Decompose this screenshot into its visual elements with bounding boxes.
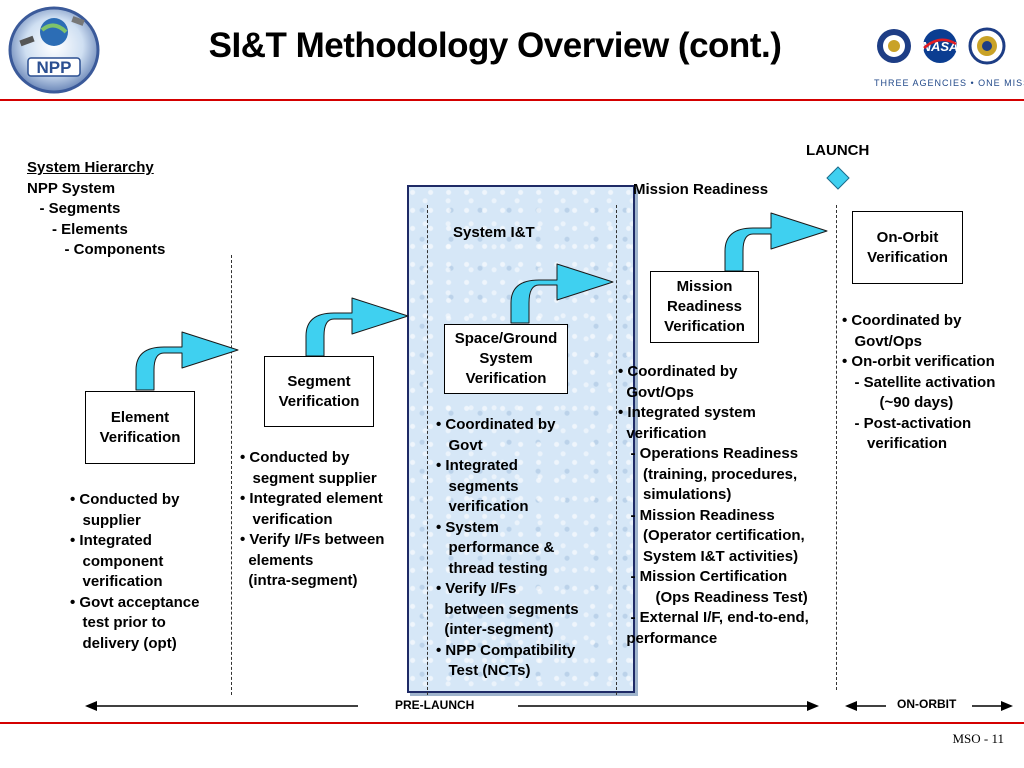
mission-readiness-bullets: • Coordinated by Govt/Ops • Integrated s… <box>618 363 809 647</box>
separator-line <box>231 255 232 695</box>
page-title: SI&T Methodology Overview (cont.) <box>208 26 782 65</box>
agency-seals-icon: NASA <box>877 27 1006 65</box>
npp-logo: NPP <box>6 4 102 94</box>
mission-readiness-verification-box: Mission Readiness Verification <box>650 271 759 343</box>
system-it-panel <box>407 185 635 693</box>
system-hierarchy: System Hierarchy NPP System - Segments -… <box>27 158 165 261</box>
footer-divider <box>0 722 1024 724</box>
space-ground-bullets: • Coordinated by Govt • Integrated segme… <box>436 416 579 679</box>
page-number: MSO - 11 <box>952 731 1004 746</box>
hierarchy-title: System Hierarchy <box>27 159 154 176</box>
launch-label: LAUNCH <box>806 142 870 159</box>
separator-line <box>836 205 837 690</box>
on-orbit-verification-box: On-Orbit Verification <box>852 211 963 284</box>
hierarchy-line: - Components <box>27 241 166 258</box>
arrow-right-icon <box>807 701 819 711</box>
logo-text: NPP <box>37 58 72 77</box>
segment-bullets: • Conducted by segment supplier • Integr… <box>240 449 385 589</box>
system-it-label: System I&T <box>453 224 535 241</box>
npp-logo-icon: NPP <box>8 6 100 94</box>
pre-launch-label: PRE-LAUNCH <box>395 698 475 712</box>
on-orbit-label: ON-ORBIT <box>897 697 957 711</box>
space-ground-verification-box: Space/Ground System Verification <box>444 324 568 394</box>
arrow-left-icon <box>85 701 97 711</box>
separator-line <box>616 205 617 695</box>
launch-diamond-icon <box>826 166 850 190</box>
header-divider <box>0 99 1024 101</box>
arrow-right-icon <box>1001 701 1013 711</box>
arrow-left-icon <box>845 701 857 711</box>
arrow-icon <box>305 297 409 357</box>
mission-readiness-label: Mission Readiness <box>633 181 769 198</box>
element-verification-box: Element Verification <box>85 391 195 464</box>
hierarchy-line: - Elements <box>27 220 128 238</box>
arrow-icon <box>135 331 239 391</box>
element-bullets: • Conducted by supplier • Integrated com… <box>70 491 200 652</box>
segment-verification-box: Segment Verification <box>264 356 374 427</box>
separator-line <box>427 205 428 695</box>
on-orbit-bullets: • Coordinated by Govt/Ops • On-orbit ver… <box>842 312 996 452</box>
hierarchy-line: - Segments <box>27 200 121 217</box>
arrow-icon <box>510 263 614 324</box>
hierarchy-line: NPP System <box>27 179 116 197</box>
timeline-arrows <box>85 701 1013 711</box>
agency-seals: NASA THREE AGENCIES • ONE MISSION <box>874 26 1024 88</box>
arrow-icon <box>724 212 828 272</box>
